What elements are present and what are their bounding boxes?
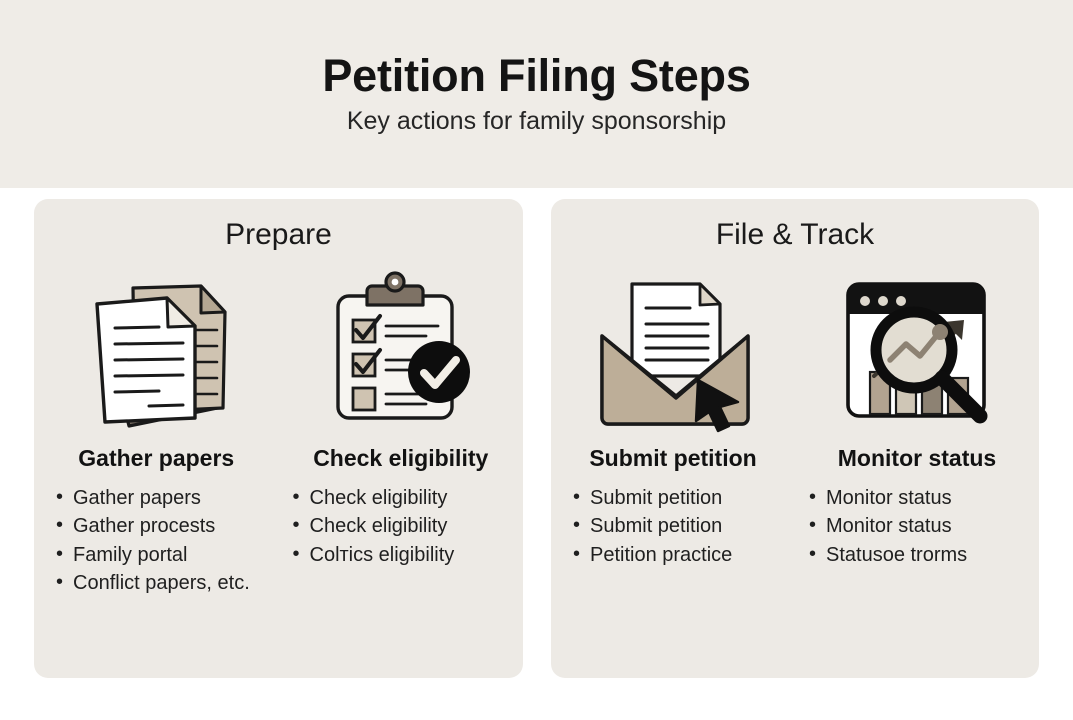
card-monitor-status: Monitor status Monitor status Monitor st… xyxy=(795,263,1039,678)
panel-file-and-track-cards: Submit petition Submit petition Submit p… xyxy=(551,263,1039,678)
list-item: Submit petition xyxy=(573,512,732,541)
bullet-list-monitor-status: Monitor status Monitor status Statusoe t… xyxy=(809,484,967,571)
list-item: Petition practice xyxy=(573,541,732,570)
list-item: Colтics eligibility xyxy=(293,541,455,570)
list-item: Monitor status xyxy=(809,512,967,541)
card-heading-check-eligibility: Check eligibility xyxy=(313,445,489,471)
card-heading-submit-petition: Submit petition xyxy=(589,445,757,471)
page-title: Petition Filing Steps xyxy=(322,50,751,102)
list-item: Conflict papers, etc. xyxy=(56,569,250,598)
card-check-eligibility: Check eligibility Check eligibility Chec… xyxy=(279,263,524,678)
card-heading-gather-papers: Gather papers xyxy=(78,445,235,471)
list-item: Submit petition xyxy=(573,484,732,513)
panel-title-prepare: Prepare xyxy=(225,218,332,251)
documents-stack-icon xyxy=(71,263,241,443)
list-item: Statusoe trorms xyxy=(809,541,967,570)
bullet-list-gather-papers: Gather papers Gather procests Family por… xyxy=(56,484,250,599)
list-item: Gather procests xyxy=(56,512,250,541)
bullet-list-submit-petition: Submit petition Submit petition Petition… xyxy=(573,484,732,571)
checklist-clipboard-icon xyxy=(316,263,486,443)
card-submit-petition: Submit petition Submit petition Submit p… xyxy=(551,263,795,678)
card-heading-monitor-status: Monitor status xyxy=(837,445,997,471)
panels-container: Prepare xyxy=(34,199,1039,678)
list-item: Monitor status xyxy=(809,484,967,513)
bullet-list-check-eligibility: Check eligibility Check eligibility Colт… xyxy=(293,484,455,571)
card-gather-papers: Gather papers Gather papers Gather proce… xyxy=(34,263,279,678)
list-item: Check eligibility xyxy=(293,512,455,541)
panel-file-and-track: File & Track xyxy=(551,199,1039,678)
browser-analytics-magnifier-icon xyxy=(832,263,1002,443)
list-item: Gather papers xyxy=(56,484,250,513)
envelope-cursor-icon xyxy=(588,263,758,443)
panel-title-file-and-track: File & Track xyxy=(715,218,875,251)
list-item: Check eligibility xyxy=(293,484,455,513)
header-band: Petition Filing Steps Key actions for fa… xyxy=(0,0,1073,188)
page-subtitle: Key actions for family sponsorship xyxy=(346,106,727,135)
panel-prepare: Prepare xyxy=(34,199,523,678)
panel-prepare-cards: Gather papers Gather papers Gather proce… xyxy=(34,263,523,678)
list-item: Family portal xyxy=(56,541,250,570)
